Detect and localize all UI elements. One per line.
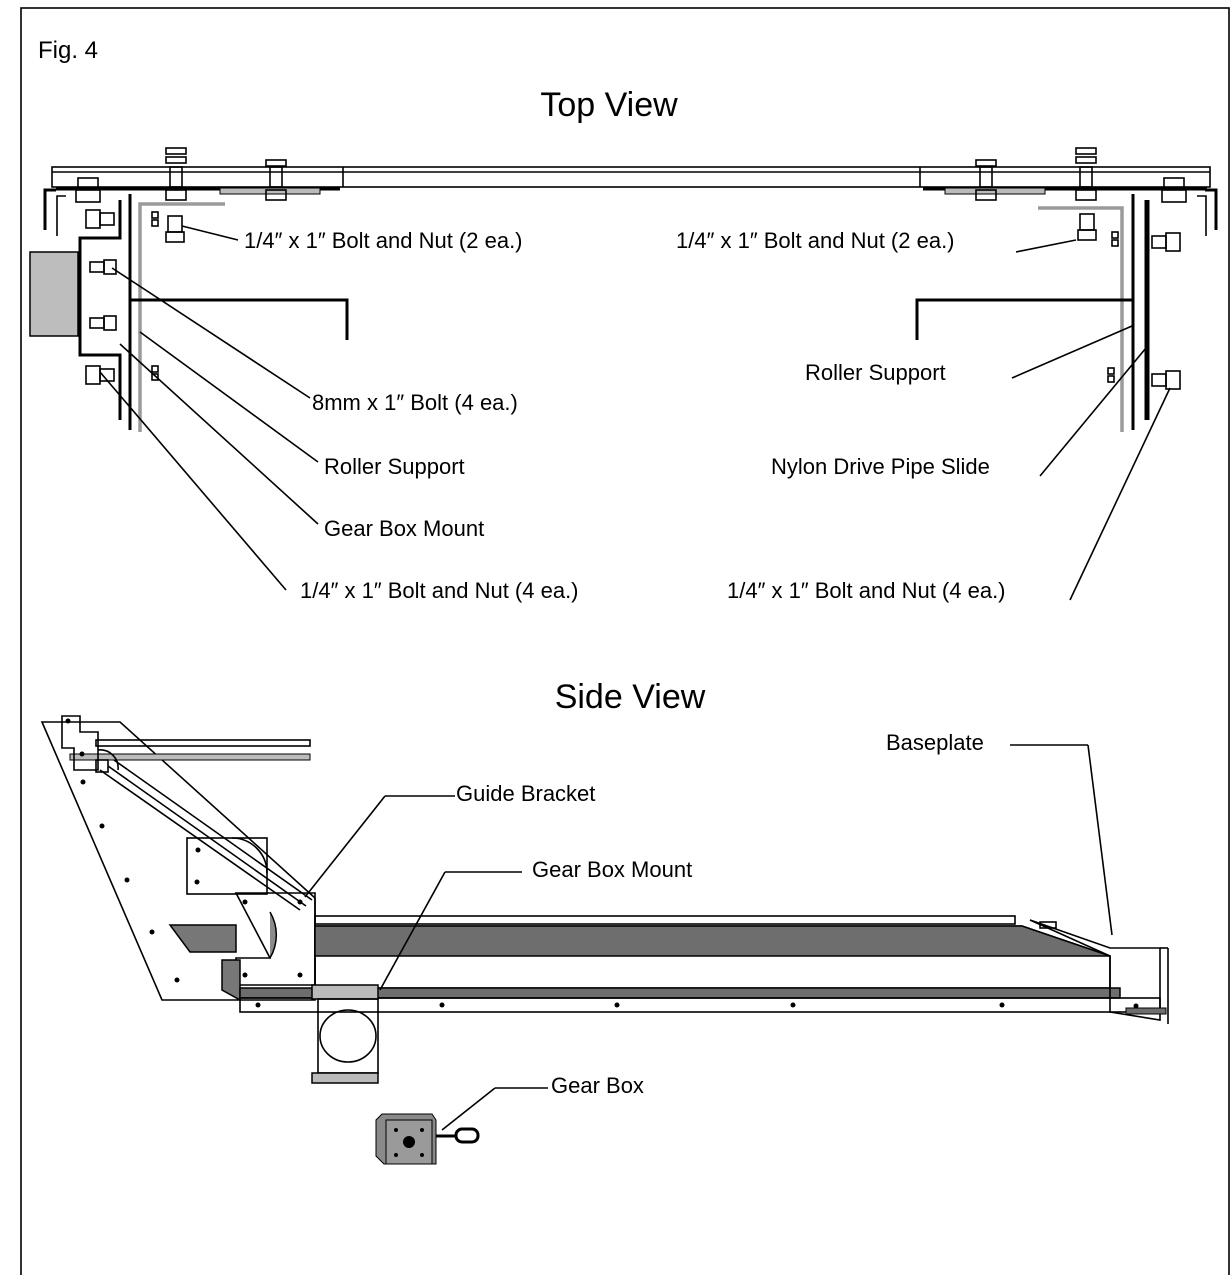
label-gear-box-mount-side: Gear Box Mount — [532, 857, 692, 882]
label-guide-bracket: Guide Bracket — [456, 781, 595, 806]
top-view-title: Top View — [540, 86, 678, 124]
label-gear-box-mount-top: Gear Box Mount — [324, 516, 484, 541]
label-baseplate: Baseplate — [886, 730, 984, 755]
label-gear-box: Gear Box — [551, 1073, 644, 1098]
label-bolt-left-2ea: 1/4″ x 1″ Bolt and Nut (2 ea.) — [244, 228, 523, 253]
label-roller-support-left: Roller Support — [324, 454, 465, 479]
top-view-drawing — [29, 147, 1218, 601]
label-nylon-drive-pipe-slide: Nylon Drive Pipe Slide — [771, 454, 990, 479]
label-bolt-right-2ea: 1/4″ x 1″ Bolt and Nut (2 ea.) — [676, 228, 955, 253]
figure-label: Fig. 4 — [38, 37, 98, 64]
label-roller-support-right: Roller Support — [805, 360, 946, 385]
side-view-drawing — [40, 715, 1169, 1165]
side-view-title: Side View — [555, 678, 706, 716]
label-bolt-left-4ea: 1/4″ x 1″ Bolt and Nut (4 ea.) — [300, 578, 579, 603]
label-8mm-bolt: 8mm x 1″ Bolt (4 ea.) — [312, 390, 518, 415]
figure-border — [20, 7, 1230, 1280]
label-bolt-right-4ea: 1/4″ x 1″ Bolt and Nut (4 ea.) — [727, 578, 1006, 603]
